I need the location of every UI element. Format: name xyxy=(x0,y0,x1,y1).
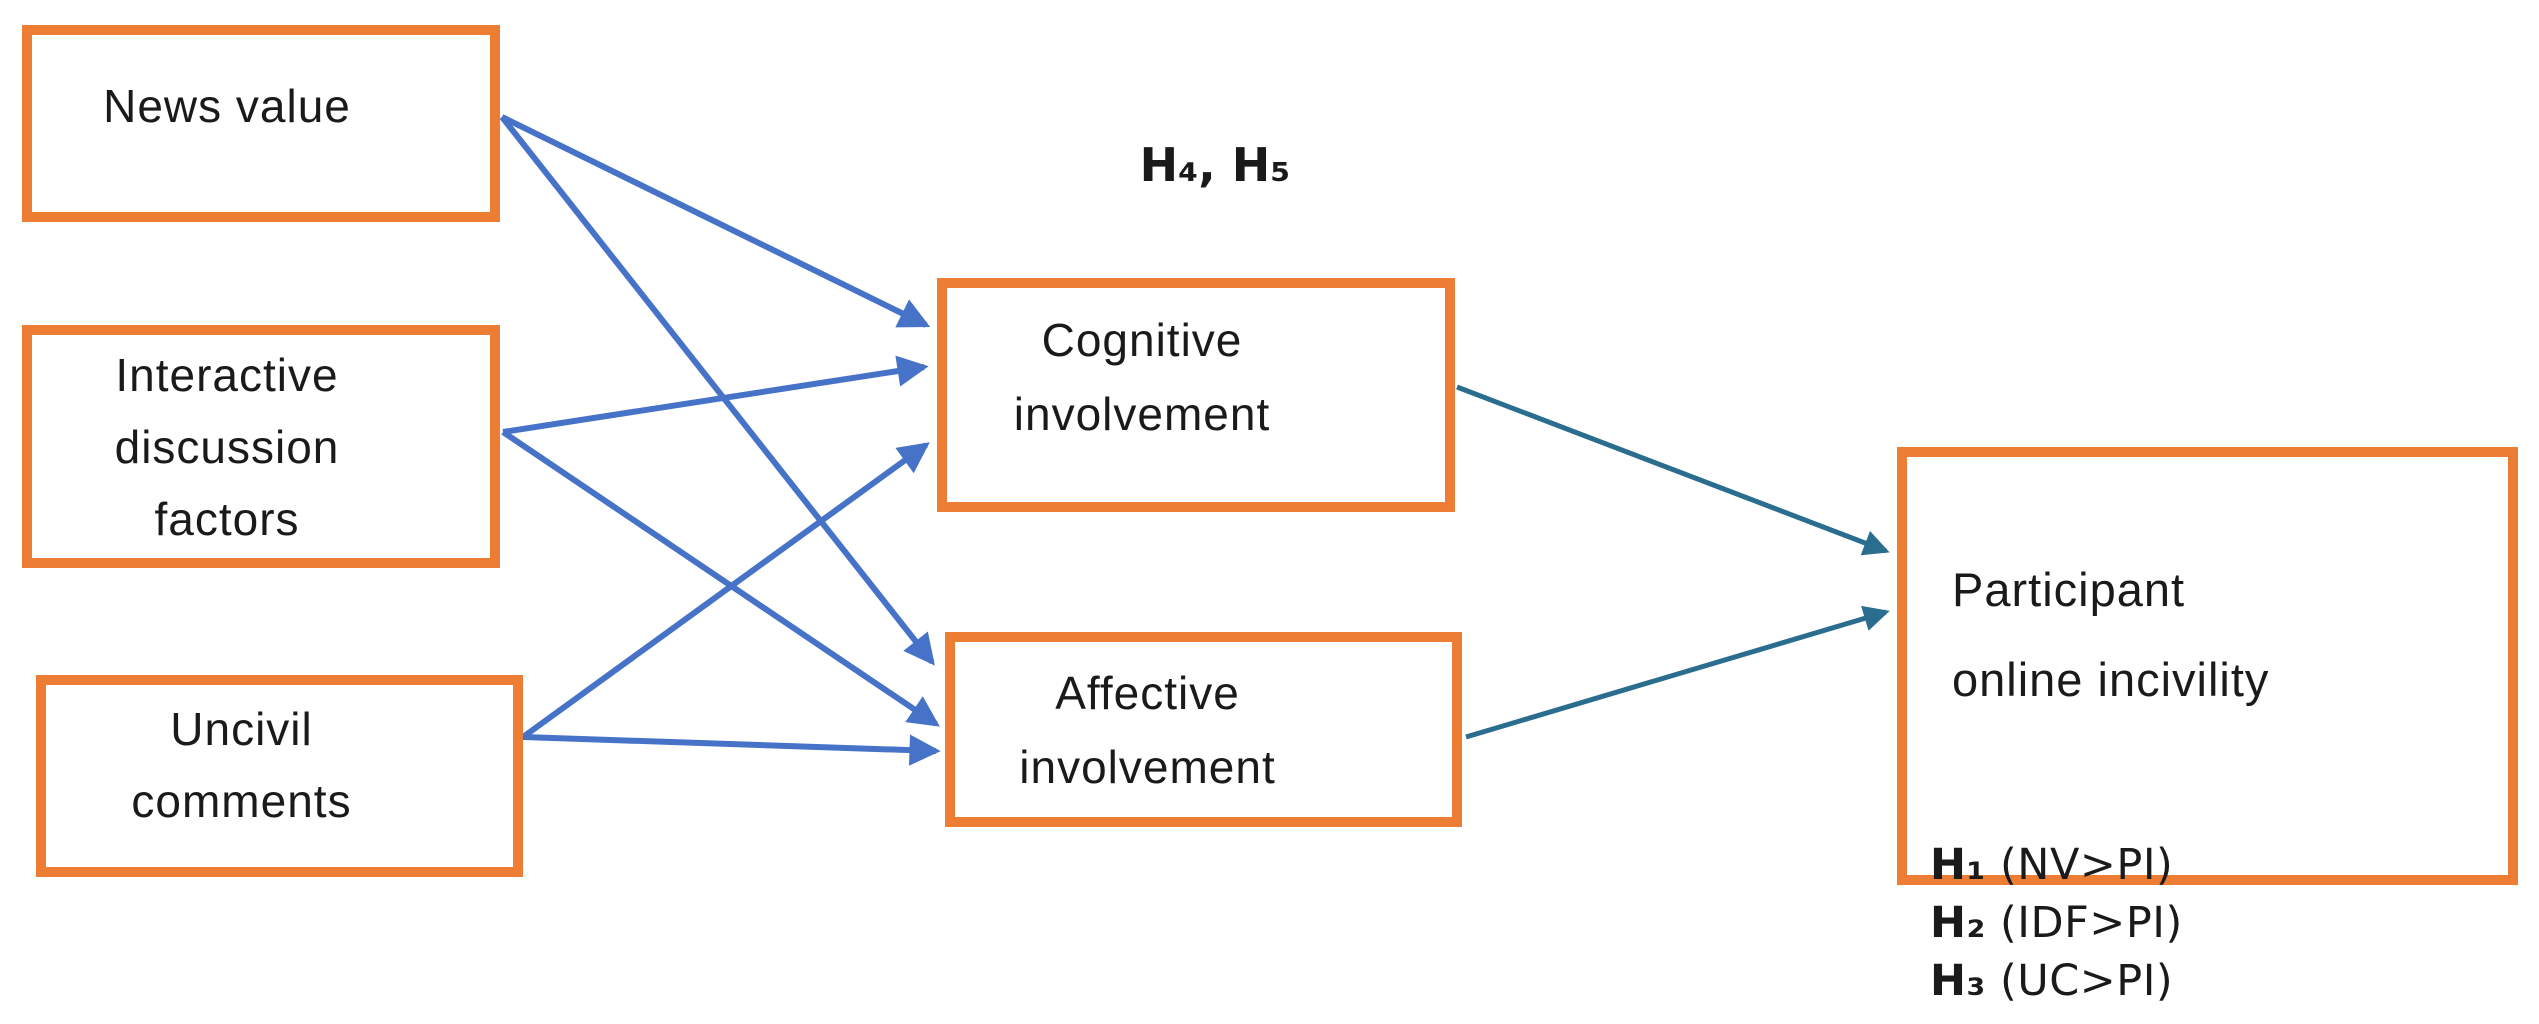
arrow-news-value-to-cognitive xyxy=(500,114,931,328)
box-label-line: Participant xyxy=(1952,563,2186,616)
arrow-news-value-to-affective xyxy=(499,115,935,666)
hypothesis-id: H₃ xyxy=(1930,956,1986,1006)
arrow-cognitive-to-participant xyxy=(1456,384,1890,556)
box-label-line: comments xyxy=(131,775,352,827)
box-label-line: involvement xyxy=(1013,388,1271,440)
participant-online-incivility-box: Participant online incivility xyxy=(1897,447,2518,885)
box-label-line: Uncivil xyxy=(170,703,313,755)
mediation-hypotheses-label: H₄, H₅ xyxy=(1139,138,1291,192)
hypothesis-id: H₁ xyxy=(1930,840,1986,890)
box-label-line: Cognitive xyxy=(1041,314,1243,366)
hypothesis-path: (UC>PI) xyxy=(1985,956,2174,1006)
hypotheses-legend: H₁ (NV>PI) H₂ (IDF>PI) H₃ (UC>PI) xyxy=(1930,836,2183,1010)
uncivil-comments-box: Uncivil comments xyxy=(36,675,523,877)
box-label-line: involvement xyxy=(1019,740,1276,793)
arrow-discussion-factors-to-affective xyxy=(501,429,940,727)
hypothesis-h2: H₂ (IDF>PI) xyxy=(1930,894,2183,952)
hypothesis-path: (IDF>PI) xyxy=(1985,898,2183,948)
hypothesis-id: H₂ xyxy=(1930,898,1986,948)
box-label-line: News value xyxy=(103,79,351,132)
arrow-affective-to-participant xyxy=(1465,605,1890,740)
hypothesis-h3: H₃ (UC>PI) xyxy=(1930,952,2183,1010)
affective-involvement-box: Affective involvement xyxy=(945,632,1462,827)
box-label-line: factors xyxy=(154,492,300,545)
arrow-discussion-factors-to-cognitive xyxy=(502,355,929,435)
arrow-uncivil-comments-to-cognitive xyxy=(521,442,930,740)
box-label-line: online incivility xyxy=(1952,653,2270,706)
box-label-line: Affective xyxy=(1055,666,1240,719)
box-label-line: Interactive xyxy=(115,348,339,401)
interactive-discussion-factors-box: Interactive discussion factors xyxy=(22,325,500,568)
news-value-box: News value xyxy=(22,25,500,222)
box-label-line: discussion xyxy=(114,420,340,473)
arrow-uncivil-comments-to-affective xyxy=(522,734,941,766)
hypothesis-h1: H₁ (NV>PI) xyxy=(1930,836,2183,894)
hypothesis-path: (NV>PI) xyxy=(1985,840,2174,890)
cognitive-involvement-box: Cognitive involvement xyxy=(937,278,1455,512)
